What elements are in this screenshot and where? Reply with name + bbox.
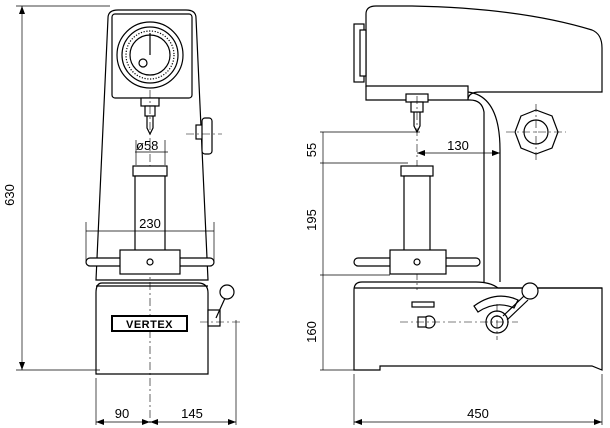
brand-plate-inner	[113, 317, 186, 330]
lever-knob	[219, 284, 235, 300]
side-column-front	[365, 86, 485, 282]
front-column	[95, 9, 209, 281]
lever-arm	[215, 295, 227, 319]
arrowhead	[594, 419, 602, 425]
side-lever-arm-2	[506, 299, 529, 321]
front-base	[95, 282, 209, 375]
arrowhead	[142, 419, 150, 425]
side-slot	[411, 301, 435, 308]
side-base	[353, 281, 603, 371]
dim-195: 195	[304, 209, 319, 231]
side-anvil-top	[400, 165, 434, 177]
front-view: 630 ø58 230	[2, 5, 240, 425]
dim-450: 450	[467, 406, 489, 421]
dim-145: 145	[181, 406, 203, 421]
dim-630: 630	[2, 184, 17, 206]
side-elevating-screw	[403, 175, 431, 257]
side-gauge-glass	[359, 29, 367, 77]
dial-gauge-ticks	[125, 30, 175, 80]
dial-small-indicator	[138, 58, 148, 68]
arrowhead	[19, 362, 25, 370]
dim-160: 160	[304, 321, 319, 343]
arrowhead	[417, 150, 425, 156]
dial-gauge-ring	[121, 26, 179, 84]
hub-center	[146, 258, 154, 266]
dim-55: 55	[304, 143, 319, 157]
side-lever-knob	[521, 282, 539, 300]
side-throat-outer	[467, 91, 501, 282]
brand-label: VERTEX	[126, 319, 173, 331]
side-lever-sector	[473, 295, 519, 313]
anvil-top	[132, 165, 168, 177]
dim-130: 130	[447, 138, 469, 153]
dim-230: 230	[139, 216, 161, 231]
side-hex-knob	[514, 109, 559, 155]
side-knob	[201, 117, 213, 155]
arrowhead	[354, 419, 362, 425]
handwheel-hub	[119, 249, 181, 275]
arrowhead	[228, 419, 236, 425]
dim-90: 90	[115, 406, 129, 421]
arrowhead	[150, 419, 158, 425]
side-lever-arm	[502, 295, 525, 317]
elevating-screw	[134, 175, 166, 255]
side-handwheel-hub	[389, 249, 447, 275]
side-view: 55 130 195 1	[304, 5, 603, 425]
arrowhead	[19, 6, 25, 14]
arrowhead	[492, 150, 500, 156]
dim-o58: ø58	[136, 138, 158, 153]
side-hub-center	[413, 258, 421, 266]
arrowhead	[96, 419, 104, 425]
side-head	[365, 5, 603, 101]
